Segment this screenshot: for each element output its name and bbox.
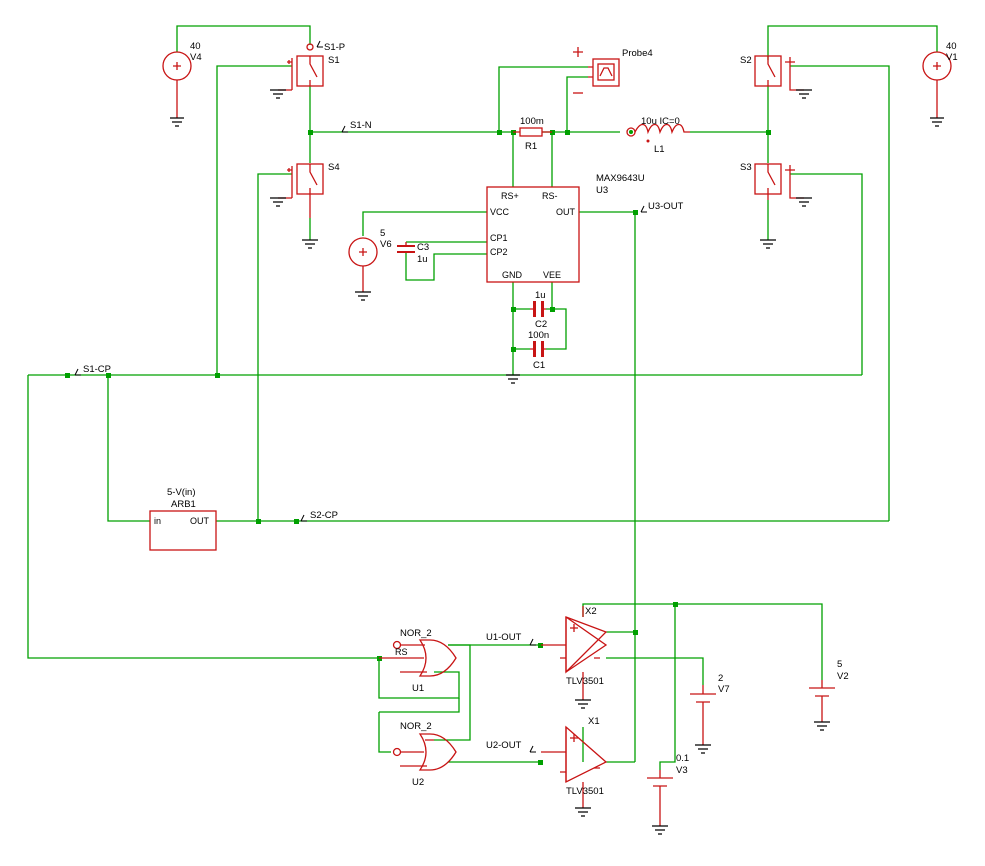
c3-name: C3: [417, 242, 429, 253]
net-label-u1out: U1-OUT: [486, 632, 536, 646]
source-v4[interactable]: 40 V4: [162, 41, 202, 118]
c2-name: C2: [535, 319, 547, 330]
x2-part: TLV3501: [566, 676, 604, 687]
probe4[interactable]: Probe4: [573, 47, 653, 94]
x2-name: X2: [585, 606, 597, 617]
svg-text:U1-OUT: U1-OUT: [486, 632, 522, 643]
net-label-s1p: S1-P: [316, 40, 345, 53]
inductor-l1[interactable]: 10u IC=0 L1: [626, 116, 690, 155]
net-label-u3out: U3-OUT: [640, 201, 684, 213]
svg-text:S1-CP: S1-CP: [83, 364, 111, 375]
switch-s3[interactable]: S3: [740, 162, 804, 200]
net-label-u2out: U2-OUT: [486, 740, 536, 753]
svg-text:U2-OUT: U2-OUT: [486, 740, 522, 751]
r1-name: R1: [525, 141, 537, 152]
v1-name: V1: [946, 52, 958, 63]
l1-value: 10u IC=0: [641, 116, 680, 127]
l1-name: L1: [654, 144, 665, 155]
source-v1[interactable]: 40 V1: [922, 41, 958, 118]
s2-label: S2: [740, 55, 752, 66]
pin-cp1: CP1: [490, 233, 508, 243]
v3-name: V3: [676, 765, 688, 776]
s3-label: S3: [740, 162, 752, 173]
wires: [27, 25, 938, 770]
u1-name: U1: [412, 683, 424, 694]
source-v3[interactable]: 0.1 V3: [647, 753, 689, 826]
arb-pin-in: in: [154, 516, 161, 526]
x1-part: TLV3501: [566, 786, 604, 797]
v2-value: 5: [837, 659, 842, 670]
nor-gate-u2[interactable]: NOR_2 U2: [392, 721, 457, 788]
pin-out: OUT: [556, 207, 576, 217]
c1-value: 100n: [528, 330, 549, 341]
source-v2[interactable]: 5 V2: [809, 659, 849, 722]
v6-name: V6: [380, 239, 392, 250]
source-v7[interactable]: 2 V7: [690, 673, 730, 745]
capacitor-c3[interactable]: C3 1u: [397, 242, 429, 265]
ic-max9643u[interactable]: MAX9643U U3 RS+ RS- VCC CP1 CP2 OUT GND …: [486, 173, 645, 283]
pin-vcc: VCC: [490, 207, 510, 217]
arb-name: ARB1: [171, 499, 196, 510]
svg-text:U3-OUT: U3-OUT: [648, 201, 684, 212]
u2-name: U2: [412, 777, 424, 788]
c1-name: C1: [533, 360, 545, 371]
s1-label: S1: [328, 55, 340, 66]
arb-expression: 5-V(in): [167, 487, 196, 498]
junction-dots: [65, 130, 771, 765]
switch-s2[interactable]: S2: [740, 55, 804, 91]
u3-part: MAX9643U: [596, 173, 645, 184]
source-v6[interactable]: 5 V6: [348, 228, 392, 292]
svg-text:S1-N: S1-N: [350, 120, 372, 131]
svg-text:S1-P: S1-P: [324, 42, 345, 53]
r1-value: 100m: [520, 116, 544, 127]
capacitor-c1[interactable]: 100n C1: [528, 330, 549, 371]
v4-value: 40: [190, 41, 201, 52]
pin-cp2: CP2: [490, 247, 508, 257]
switch-s4[interactable]: S4: [278, 162, 340, 218]
svg-text:S2-CP: S2-CP: [310, 510, 338, 521]
arb-pin-out: OUT: [190, 516, 210, 526]
comparator-x2[interactable]: X2 TLV3501: [541, 606, 608, 700]
net-label-s1n: S1-N: [341, 120, 372, 133]
c2-value: 1u: [535, 290, 546, 301]
pin-rs-minus: RS-: [542, 191, 558, 201]
pin-vee: VEE: [543, 270, 561, 280]
pin-gnd: GND: [502, 270, 523, 280]
s4-label: S4: [328, 162, 340, 173]
v2-name: V2: [837, 671, 849, 682]
net-label-s2cp: S2-CP: [300, 510, 338, 522]
ground-symbols: [170, 89, 944, 835]
v6-value: 5: [380, 228, 385, 239]
x1-name: X1: [588, 716, 600, 727]
net-label-s1cp: S1-CP: [74, 364, 111, 376]
arb-source-arb1[interactable]: 5-V(in) ARB1 in OUT: [149, 487, 217, 551]
v7-value: 2: [718, 673, 723, 684]
u1-type: NOR_2: [400, 628, 432, 639]
v1-value: 40: [946, 41, 957, 52]
capacitor-c2[interactable]: 1u C2: [530, 290, 547, 330]
switch-s1[interactable]: S1: [278, 43, 340, 91]
c3-value: 1u: [417, 254, 428, 265]
v4-name: V4: [190, 52, 202, 63]
rs-label: RS: [395, 647, 408, 657]
resistor-r1[interactable]: 100m R1: [513, 116, 552, 152]
probe-label: Probe4: [622, 48, 653, 59]
pin-rs-plus: RS+: [501, 191, 519, 201]
u2-type: NOR_2: [400, 721, 432, 732]
comparator-x1[interactable]: X1 TLV3501: [541, 716, 608, 808]
v3-value: 0.1: [676, 753, 689, 764]
v7-name: V7: [718, 684, 730, 695]
u3-name: U3: [596, 185, 608, 196]
nor-gate-u1[interactable]: NOR_2 U1 RS: [379, 628, 457, 694]
